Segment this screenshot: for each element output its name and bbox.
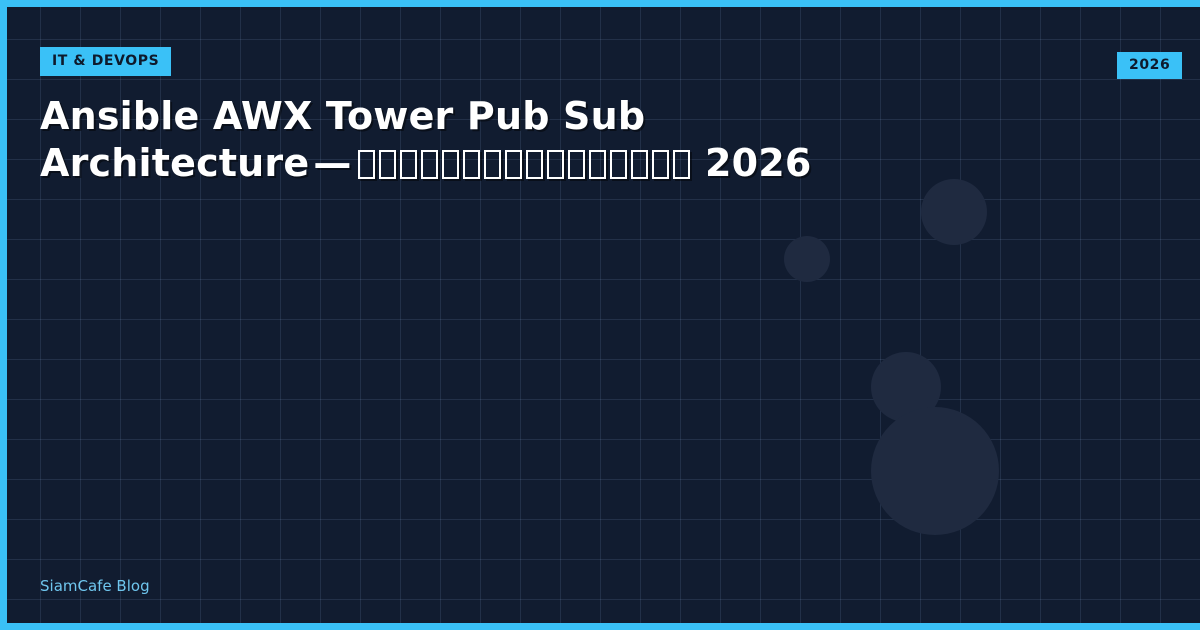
page-title: Ansible AWX Tower Pub Sub Architecture— … bbox=[40, 93, 830, 187]
missing-glyph-box bbox=[525, 150, 543, 179]
missing-glyph-box bbox=[630, 150, 648, 179]
site-name: SiamCafe Blog bbox=[40, 577, 150, 595]
missing-glyph-box bbox=[399, 150, 417, 179]
missing-glyph-box bbox=[672, 150, 690, 179]
missing-glyph-box bbox=[420, 150, 438, 179]
missing-glyph-box bbox=[483, 150, 501, 179]
decorative-circle bbox=[921, 179, 987, 245]
card-content: IT & DEVOPS 2026 Ansible AWX Tower Pub S… bbox=[7, 7, 1200, 623]
year-badge: 2026 bbox=[1117, 52, 1183, 79]
missing-glyph-box bbox=[441, 150, 459, 179]
missing-glyph-box bbox=[567, 150, 585, 179]
category-badge: IT & DEVOPS bbox=[40, 47, 172, 76]
missing-glyph-box bbox=[504, 150, 522, 179]
missing-glyph-box bbox=[588, 150, 606, 179]
title-em-dash: — bbox=[313, 141, 352, 185]
unrendered-glyph-run bbox=[356, 141, 692, 185]
missing-glyph-box bbox=[462, 150, 480, 179]
decorative-circle bbox=[784, 236, 830, 282]
missing-glyph-box bbox=[546, 150, 564, 179]
missing-glyph-box bbox=[357, 150, 375, 179]
decorative-circle bbox=[871, 407, 999, 535]
title-line-3: 2026 bbox=[705, 141, 812, 185]
missing-glyph-box bbox=[609, 150, 627, 179]
missing-glyph-box bbox=[651, 150, 669, 179]
title-line-1: Ansible AWX Tower Pub Sub bbox=[40, 94, 646, 138]
missing-glyph-box bbox=[378, 150, 396, 179]
title-line-2-prefix: Architecture bbox=[40, 141, 310, 185]
